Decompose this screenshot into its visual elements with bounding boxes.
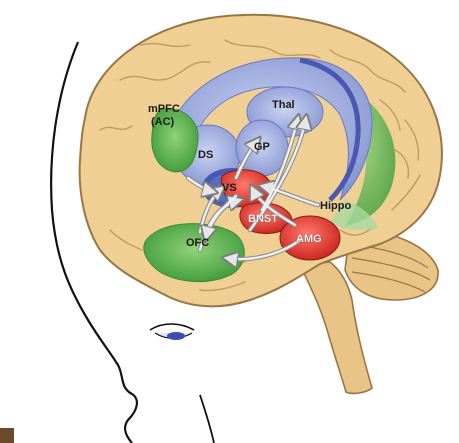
label-amg: AMG [296, 233, 322, 245]
label-bnst: BNST [248, 213, 278, 225]
label-gp: GP [254, 141, 270, 153]
label-mpfc-ac: (AC) [151, 116, 175, 128]
label-mpfc: mPFC [148, 103, 180, 115]
label-hippo: Hippo [320, 200, 351, 212]
face-neck-line [200, 395, 214, 443]
wood-corner [0, 428, 14, 443]
eye [150, 324, 194, 340]
label-ofc: OFC [186, 237, 209, 249]
label-vs: VS [222, 182, 237, 194]
label-thal: Thal [272, 99, 295, 111]
label-ds: DS [198, 149, 213, 161]
